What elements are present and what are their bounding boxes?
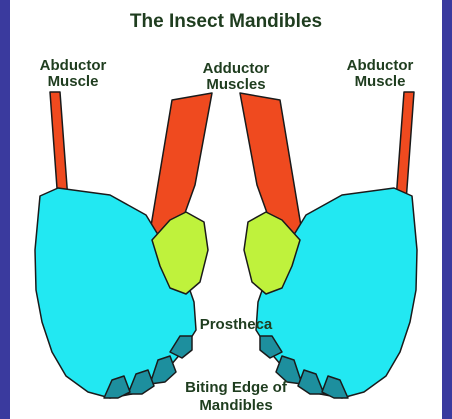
diagram-title: The Insect Mandibles <box>130 11 322 32</box>
label-prostheca: Prostheca <box>200 316 273 333</box>
label-biting-edge-line1: Biting Edge of <box>185 379 288 396</box>
right-mandible <box>240 92 417 398</box>
right-abductor-muscle <box>396 92 414 202</box>
label-abductor-left-line1: Abductor <box>40 57 107 74</box>
label-adductor-line2: Muscles <box>206 76 265 93</box>
label-adductor-line1: Adductor <box>203 60 270 77</box>
label-abductor-right-line1: Abductor <box>347 57 414 74</box>
left-mandible <box>35 92 212 398</box>
label-abductor-right-line2: Muscle <box>355 73 406 90</box>
label-abductor-left-line2: Muscle <box>48 73 99 90</box>
label-biting-edge-line2: Mandibles <box>199 397 272 414</box>
left-abductor-muscle <box>50 92 68 202</box>
